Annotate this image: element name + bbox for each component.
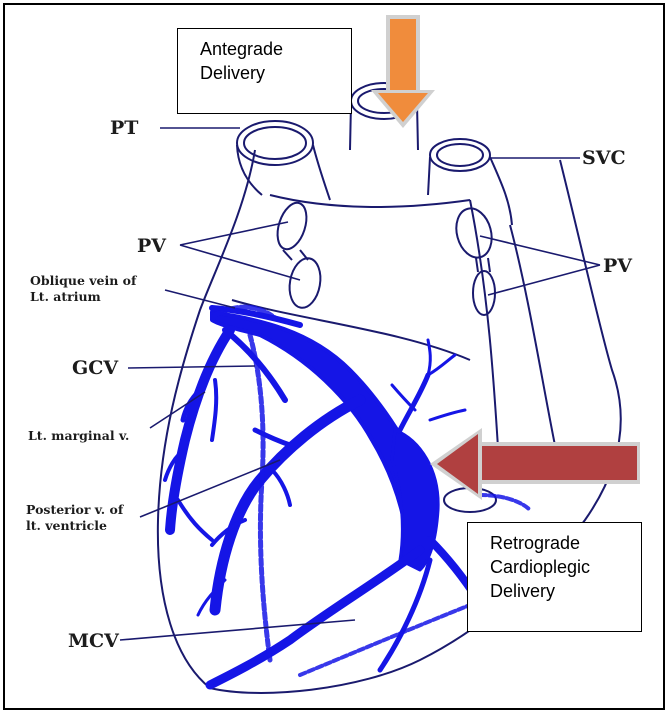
- svc-inner: [437, 144, 483, 166]
- retrograde-line-2: Cardioplegic: [490, 555, 631, 579]
- label-gcv: GCV: [72, 357, 118, 379]
- posterior-line-1: Posterior v. of: [26, 502, 123, 518]
- right-wall-line: [510, 225, 560, 470]
- label-pt: PT: [110, 117, 138, 139]
- oblique-leader: [165, 290, 235, 308]
- label-mcv: MCV: [68, 630, 119, 652]
- pv-right-connect: [476, 258, 490, 272]
- label-posterior-v: Posterior v. of lt. ventricle: [26, 502, 123, 534]
- upper-right-branch: [400, 375, 428, 430]
- mcv-leader: [120, 620, 355, 640]
- retrograde-line-1: Retrograde: [490, 531, 631, 555]
- label-svc: SVC: [582, 147, 626, 169]
- retrograde-callout: Retrograde Cardioplegic Delivery: [467, 522, 642, 632]
- label-oblique-vein: Oblique vein of Lt. atrium: [30, 273, 136, 305]
- middle-cardiac-vein: [210, 550, 420, 685]
- antegrade-arrow: [371, 15, 435, 128]
- pt-vessel-inner: [244, 127, 306, 159]
- posterior-vein: [215, 400, 360, 610]
- oblique-line-1: Oblique vein of: [30, 273, 136, 289]
- antegrade-line-1: Antegrade: [200, 37, 341, 61]
- antegrade-callout: Antegrade Delivery: [177, 28, 352, 114]
- posterior-line-2: lt. ventricle: [26, 518, 123, 534]
- atrium-line-top: [270, 195, 470, 207]
- pv-right-leader: [480, 236, 600, 295]
- label-pv-right: PV: [603, 255, 632, 277]
- pv-left-leader: [180, 222, 300, 280]
- pv-left-upper: [272, 199, 312, 253]
- pv-left-lower: [286, 256, 324, 310]
- oblique-line-2: Lt. atrium: [30, 289, 136, 305]
- antegrade-line-2: Delivery: [200, 61, 341, 85]
- pv-right-upper: [451, 204, 497, 261]
- label-pv-left: PV: [137, 235, 166, 257]
- gcv-leader: [128, 366, 255, 368]
- retrograde-line-3: Delivery: [490, 579, 631, 603]
- label-lt-marginal: Lt. marginal v.: [28, 428, 129, 444]
